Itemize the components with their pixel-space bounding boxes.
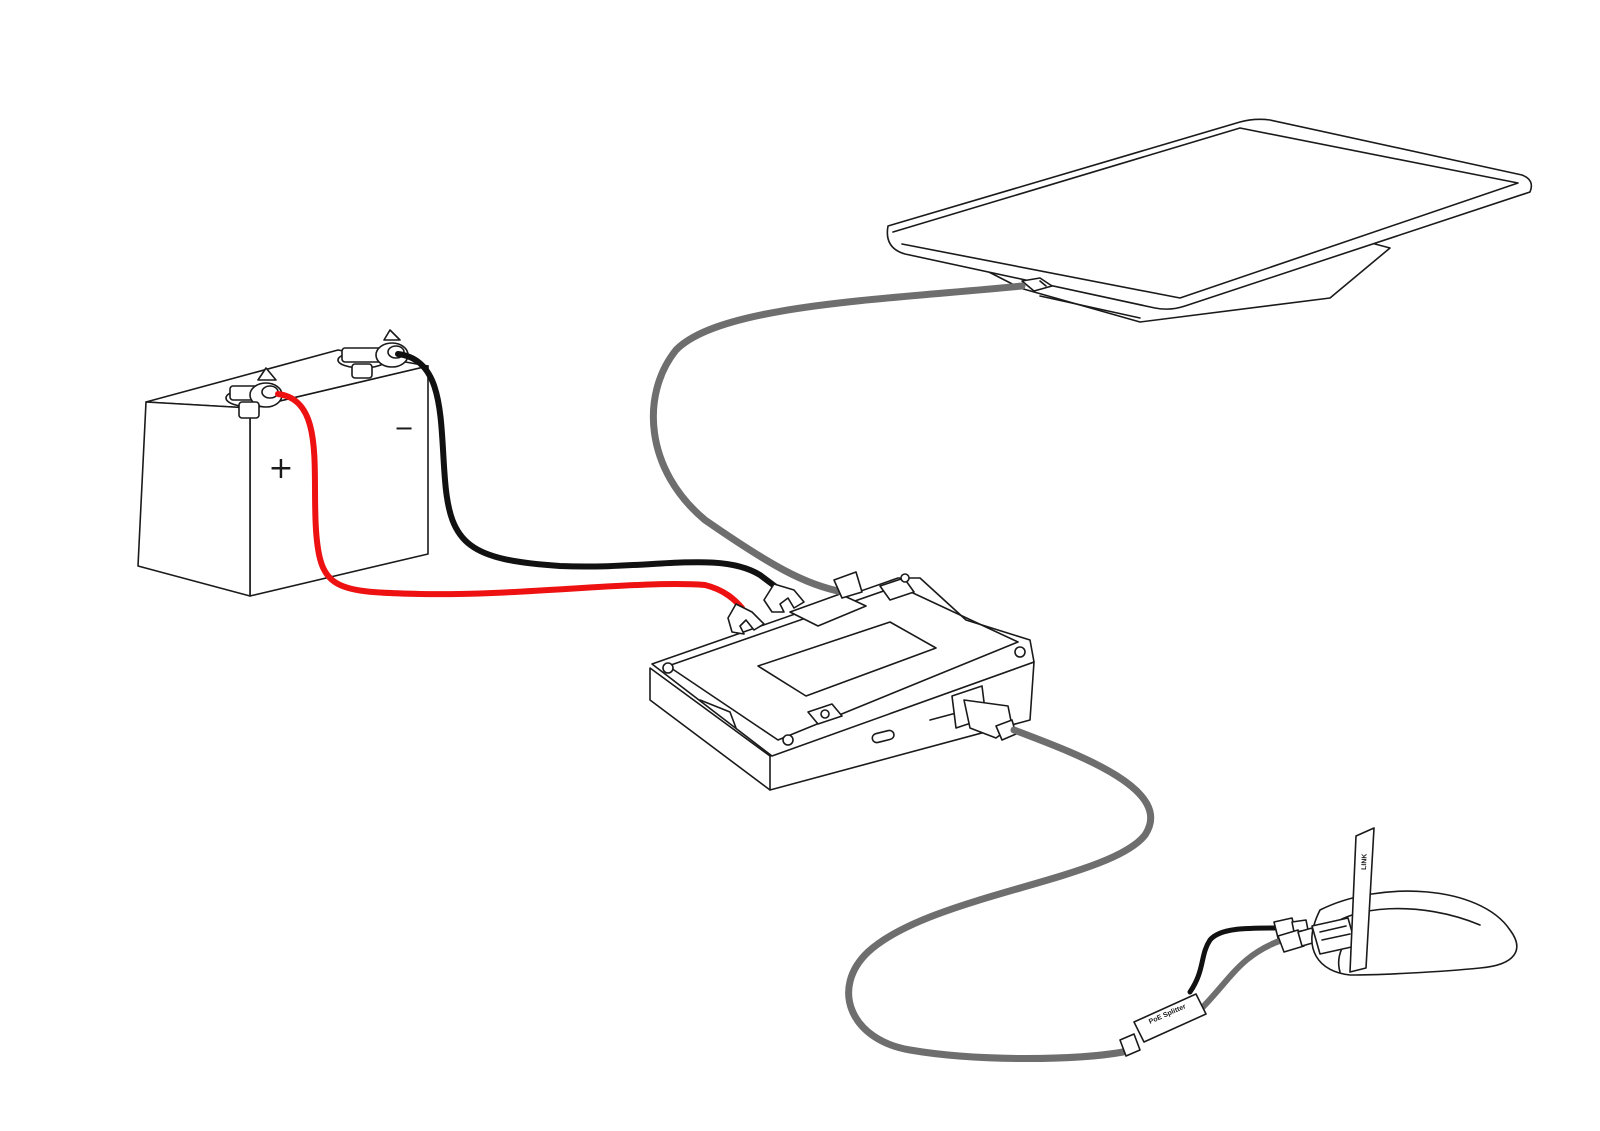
negative-terminal-symbol: − — [394, 414, 414, 442]
battery-icon: + − — [137, 349, 429, 597]
positive-fork-terminal — [727, 603, 765, 635]
ethernet-cable-dish — [649, 282, 1026, 596]
splitter-ethernet-cable — [1197, 937, 1285, 1013]
splitter-dc-cable — [1187, 925, 1281, 995]
positive-terminal-clamp — [225, 367, 283, 419]
negative-fork-terminal — [763, 583, 805, 613]
negative-cable — [395, 351, 783, 593]
router-icon: LINK — [1311, 827, 1518, 976]
positive-terminal-symbol: + — [268, 451, 293, 486]
antenna-label: LINK — [1361, 853, 1369, 870]
ethernet-cable-unit — [845, 726, 1155, 1062]
negative-terminal-clamp — [337, 329, 409, 379]
power-unit-icon — [649, 573, 1035, 791]
rj45-plug — [1277, 927, 1317, 953]
usb-c-port-icon — [871, 729, 895, 744]
poe-splitter-icon: PoE Splitter — [1119, 993, 1207, 1057]
ethernet-port — [951, 685, 1017, 741]
satellite-dish-icon — [886, 118, 1533, 323]
positive-cable — [275, 391, 745, 611]
power-button-icon — [807, 703, 843, 725]
